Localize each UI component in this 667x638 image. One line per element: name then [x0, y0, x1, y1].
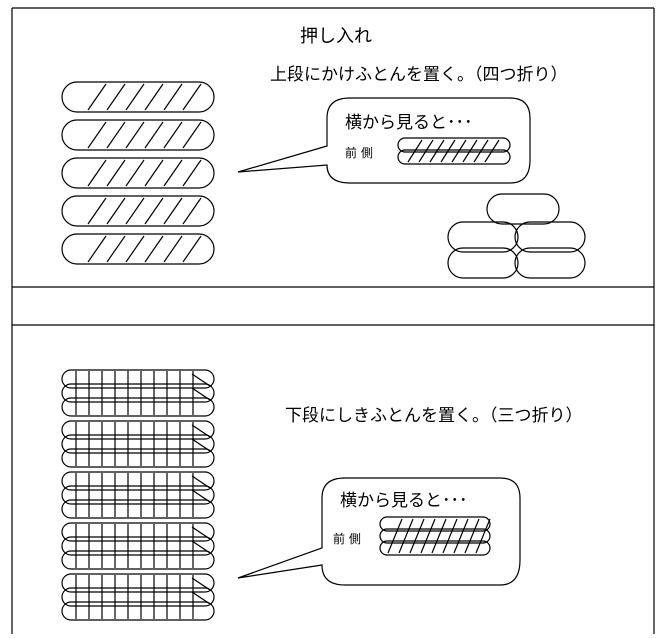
upper-speech-bubble [237, 97, 531, 184]
pillow-top [486, 193, 560, 225]
closet-title: 押し入れ [300, 26, 372, 47]
pillow-stack [447, 193, 586, 279]
upper-side-view-futon [397, 137, 511, 165]
shikibuton [61, 522, 215, 570]
lower-side-view-futon [379, 516, 491, 556]
kakebuton [61, 157, 215, 189]
pillow-bottom-left [447, 247, 519, 279]
upper-front-label: 前 側 [345, 146, 373, 160]
lower-shelf-caption: 下段にしきふとんを置く。（三つ折り） [285, 406, 583, 426]
lower-front-label: 前 側 [333, 532, 361, 546]
pillow-bottom-right [514, 247, 586, 279]
upper-shelf-caption: 上段にかけふとんを置く。（四つ折り） [270, 65, 568, 85]
lower-side-view-label: 横から見ると･･･ [340, 491, 468, 511]
kakebuton [61, 119, 215, 151]
shikibuton [61, 369, 215, 417]
lower-speech-bubble [237, 477, 521, 586]
shikibuton [61, 573, 215, 621]
kakebuton [61, 195, 215, 227]
kakebuton [61, 233, 215, 265]
shikibuton-stack [61, 369, 215, 621]
kakebuton-stack [61, 81, 215, 265]
upper-side-view-label: 横から見ると･･･ [345, 113, 473, 133]
pillow-middle-right [514, 221, 586, 253]
kakebuton [61, 81, 215, 113]
shikibuton [61, 471, 215, 519]
pillow-middle-left [447, 221, 519, 253]
shikibuton [61, 420, 215, 468]
